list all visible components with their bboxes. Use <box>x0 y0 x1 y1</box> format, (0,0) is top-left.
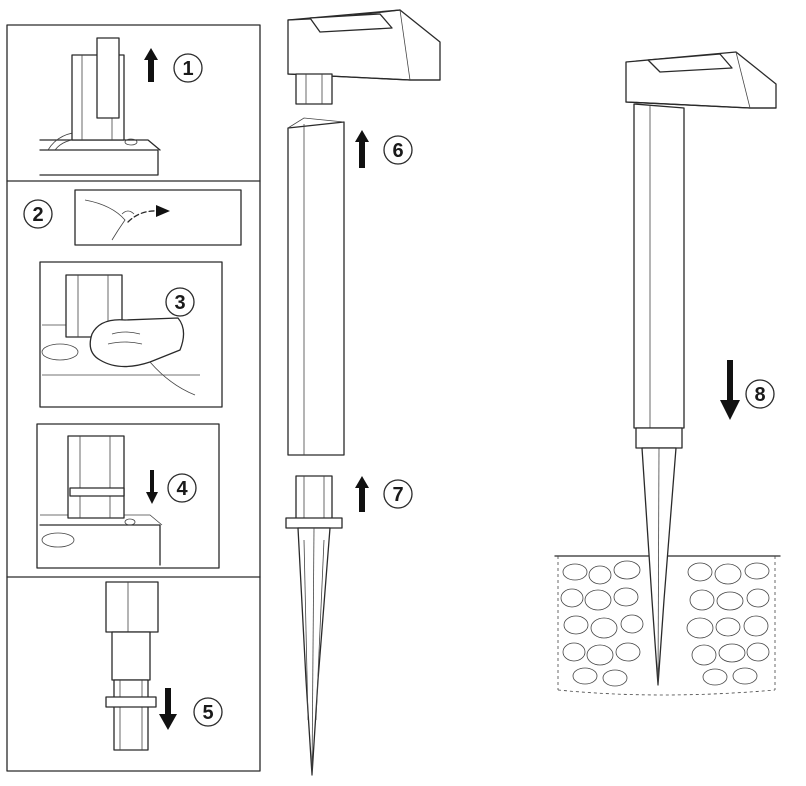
step-number-6: 6 <box>392 140 403 162</box>
step-badge-5 <box>193 697 223 727</box>
solar-panel-icon <box>647 53 733 73</box>
left-panels <box>6 24 261 772</box>
down-arrow-icon <box>159 688 177 730</box>
solar-panel-icon <box>309 13 393 33</box>
ground-stake <box>285 475 343 776</box>
step-badge-3 <box>165 287 195 317</box>
step-number-1: 1 <box>182 58 193 80</box>
step-number-5: 5 <box>202 702 213 724</box>
step-badge-4 <box>167 473 197 503</box>
step-badge-2 <box>23 199 53 229</box>
down-arrow-icon <box>146 470 158 504</box>
ground-soil <box>554 555 781 696</box>
step-2-illustration: 2 <box>23 189 242 246</box>
step-number-2: 2 <box>32 204 43 226</box>
hand-icon <box>89 317 185 368</box>
step-number-4: 4 <box>176 478 188 500</box>
step-4-illustration: 4 <box>36 423 220 569</box>
pole-tube <box>287 117 345 456</box>
step-number-8: 8 <box>754 384 765 406</box>
step-3-illustration: 3 <box>39 261 223 408</box>
step-1-illustration: 1 <box>39 37 203 176</box>
assembled-light: 8 <box>554 51 781 696</box>
curved-arrow-icon <box>156 205 170 217</box>
step-badge-7 <box>383 479 413 509</box>
up-arrow-icon <box>144 48 158 82</box>
exploded-view: 6 7 <box>285 9 441 776</box>
solar-head <box>287 9 441 105</box>
panel-frame <box>6 24 261 772</box>
step-number-7: 7 <box>392 484 403 506</box>
step-badge-6 <box>383 135 413 165</box>
step-5-illustration: 5 <box>105 581 223 751</box>
step-badge-1 <box>173 53 203 83</box>
step-number-3: 3 <box>174 292 185 314</box>
down-arrow-icon <box>720 360 740 420</box>
up-arrow-icon <box>355 476 369 512</box>
up-arrow-icon <box>355 130 369 168</box>
step-badge-8 <box>745 379 775 409</box>
